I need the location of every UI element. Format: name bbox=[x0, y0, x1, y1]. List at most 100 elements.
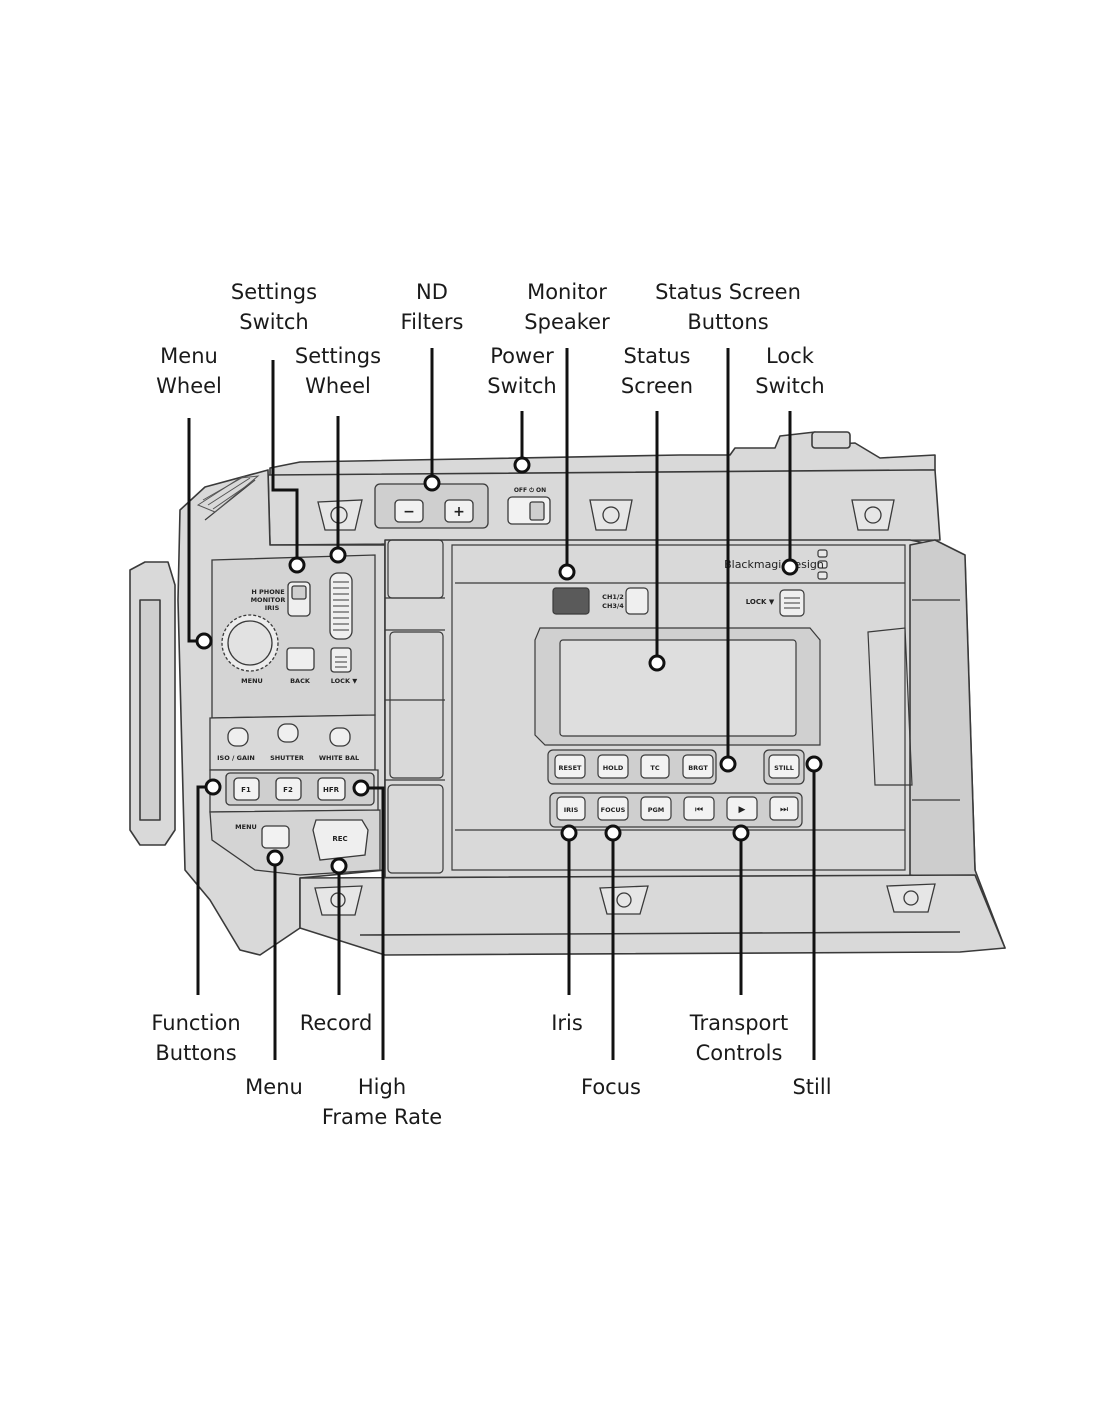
hfr-label: HFR bbox=[323, 786, 340, 794]
callout-record: Record bbox=[299, 1011, 373, 1035]
focus-button[interactable] bbox=[597, 796, 629, 821]
settings-opt-2: MONITOR bbox=[251, 596, 286, 604]
hold-button[interactable] bbox=[597, 754, 629, 779]
leader-settings-switch bbox=[271, 360, 299, 558]
f1-button[interactable] bbox=[233, 777, 260, 801]
still-label: STILL bbox=[774, 764, 794, 772]
menu-button[interactable] bbox=[261, 825, 290, 849]
callout-iris: Iris bbox=[551, 1011, 583, 1035]
settings-opt-3: IRIS bbox=[265, 604, 280, 612]
next-button[interactable] bbox=[769, 796, 799, 821]
rec-button[interactable] bbox=[312, 819, 369, 861]
callout-menu: Menu bbox=[245, 1075, 303, 1099]
bottom-screws bbox=[314, 883, 936, 916]
panel-lock-switch[interactable] bbox=[330, 647, 352, 673]
callout-still: Still bbox=[792, 1075, 832, 1099]
white-bal-toggle[interactable] bbox=[329, 727, 351, 747]
monitor-speaker-grille bbox=[552, 587, 590, 615]
right-handle-grip bbox=[867, 627, 913, 786]
menu-wheel-label: MENU bbox=[241, 677, 263, 685]
lock-label-right: LOCK ▼ bbox=[746, 598, 775, 606]
bottom-plate-line bbox=[359, 931, 961, 936]
focus-label: FOCUS bbox=[601, 806, 626, 814]
pgm-label: PGM bbox=[648, 806, 665, 814]
nd-minus-label: − bbox=[403, 504, 415, 520]
reset-button[interactable] bbox=[554, 754, 586, 779]
top-grille bbox=[196, 475, 260, 513]
menu-button-label: MENU bbox=[235, 823, 257, 831]
prev-icon: ⏮ bbox=[695, 805, 703, 815]
iris-label: IRIS bbox=[564, 806, 579, 814]
settings-opt-1: H PHONE bbox=[251, 588, 284, 596]
iso-gain-toggle[interactable] bbox=[227, 727, 249, 747]
leader-menu-wheel bbox=[187, 418, 197, 643]
brgt-button[interactable] bbox=[682, 754, 714, 779]
shutter-toggle[interactable] bbox=[277, 723, 299, 743]
mid-block-1 bbox=[387, 539, 444, 599]
brand-logo: Blackmagicdesign bbox=[724, 558, 824, 571]
right-panel-text: Blackmagicdesign CH1/2 CH3/4 LOCK ▼ RESE… bbox=[558, 558, 823, 815]
play-icon: ▶ bbox=[739, 805, 746, 815]
white-bal-label: WHITE BAL bbox=[319, 754, 359, 762]
lock-label-left: LOCK ▼ bbox=[331, 677, 358, 685]
right-grooves bbox=[912, 599, 960, 801]
mid-block-2 bbox=[389, 631, 444, 779]
prev-button[interactable] bbox=[683, 796, 715, 821]
ch12-label: CH1/2 bbox=[602, 593, 624, 601]
off-on-label: OFF ⏻ ON bbox=[514, 487, 546, 494]
reset-label: RESET bbox=[558, 764, 582, 772]
leader-dots bbox=[195, 456, 823, 875]
still-button[interactable] bbox=[768, 754, 800, 779]
leader-function-buttons bbox=[196, 785, 206, 995]
next-icon: ⏭ bbox=[780, 805, 788, 815]
leader-high-frame-rate bbox=[369, 786, 385, 1060]
hold-label: HOLD bbox=[603, 764, 624, 772]
brgt-label: BRGT bbox=[688, 764, 708, 772]
back-button[interactable] bbox=[286, 647, 315, 671]
iso-gain-label: ISO / GAIN bbox=[217, 754, 255, 762]
back-label: BACK bbox=[290, 677, 311, 685]
rear-plate-inner bbox=[139, 599, 161, 821]
mid-block-3 bbox=[387, 784, 444, 874]
top-knob bbox=[811, 431, 851, 449]
ch34-label: CH3/4 bbox=[602, 602, 624, 610]
right-panel-controls bbox=[534, 549, 828, 828]
f2-label: F2 bbox=[283, 786, 293, 794]
left-control-panel bbox=[209, 554, 381, 876]
status-screen bbox=[559, 639, 797, 737]
tc-label: TC bbox=[650, 764, 659, 772]
speaker-channel-switch[interactable] bbox=[625, 587, 649, 615]
callout-focus: Focus bbox=[581, 1075, 641, 1099]
play-button[interactable] bbox=[726, 796, 758, 821]
tc-button[interactable] bbox=[640, 754, 670, 779]
f1-label: F1 bbox=[241, 786, 251, 794]
rec-label: REC bbox=[332, 835, 347, 843]
shutter-label: SHUTTER bbox=[270, 754, 304, 762]
nd-plus-label: + bbox=[453, 504, 465, 520]
power-switch: OFF ⏻ ON bbox=[507, 487, 551, 525]
nd-minus-button[interactable] bbox=[394, 499, 424, 523]
leader-lines bbox=[187, 348, 816, 1060]
top-screws bbox=[317, 499, 895, 531]
f2-button[interactable] bbox=[275, 777, 302, 801]
pgm-button[interactable] bbox=[640, 796, 672, 821]
nd-plus-button[interactable] bbox=[444, 499, 474, 523]
hfr-button[interactable] bbox=[317, 777, 346, 801]
left-panel-text: H PHONE MONITOR IRIS MENU BACK LOCK ▼ IS… bbox=[217, 588, 359, 843]
iris-button[interactable] bbox=[556, 796, 586, 821]
right-panel-outline bbox=[451, 544, 906, 871]
